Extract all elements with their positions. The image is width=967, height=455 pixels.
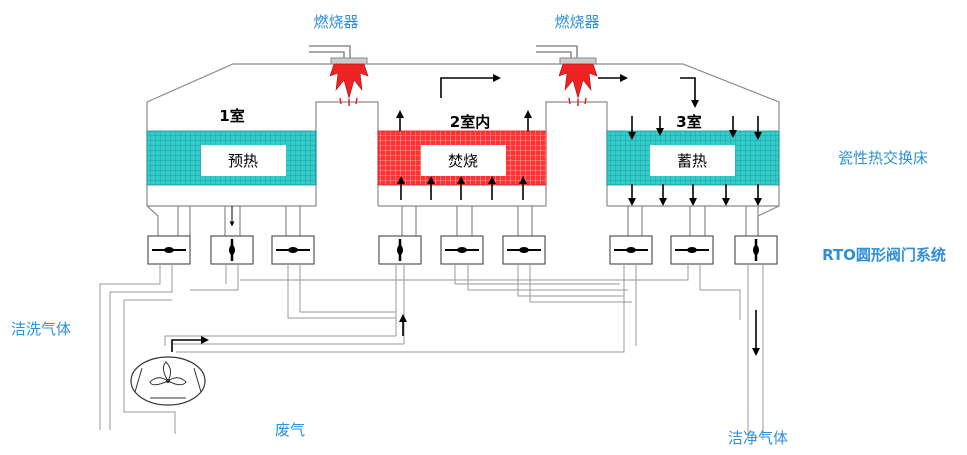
bed-preheat-label: 预热 xyxy=(228,152,258,170)
flow-arrows xyxy=(229,74,762,227)
valve-2 xyxy=(210,235,254,265)
burner-left xyxy=(309,45,369,106)
bed-combustion: 焚烧 xyxy=(377,130,547,186)
ceramic-bed-label: 瓷性热交换床 xyxy=(838,149,928,167)
valve-row xyxy=(147,235,778,265)
flame-icon xyxy=(329,63,369,100)
bed-combustion-label: 焚烧 xyxy=(448,152,478,170)
valve-8 xyxy=(670,235,714,265)
burner-left-label: 燃烧器 xyxy=(313,13,358,31)
valve-9 xyxy=(734,235,778,265)
fan-icon xyxy=(130,356,206,406)
clean-gas-label: 洁净气体 xyxy=(728,429,788,447)
chamber-2-label: 2室内 xyxy=(450,113,490,131)
piping xyxy=(99,264,764,440)
valve-5 xyxy=(440,235,484,265)
bed-storage: 蓄热 xyxy=(606,130,780,186)
valve-system-label: RTO圆形阀门系统 xyxy=(822,246,946,264)
bed-storage-label: 蓄热 xyxy=(677,152,707,170)
bed-preheat: 预热 xyxy=(146,130,317,186)
chamber-3-label: 3室 xyxy=(676,113,701,131)
valve-3 xyxy=(271,235,315,265)
valve-4 xyxy=(378,235,422,265)
waste-gas-label: 废气 xyxy=(275,421,305,439)
valve-1 xyxy=(147,235,191,265)
valve-6 xyxy=(502,235,546,265)
chamber-1-label: 1室 xyxy=(219,107,244,125)
purge-gas-label: 洁洗气体 xyxy=(11,320,71,338)
burner-right xyxy=(536,45,598,106)
valve-7 xyxy=(609,235,653,265)
flame-icon xyxy=(558,63,598,100)
burner-right-label: 燃烧器 xyxy=(554,13,599,31)
